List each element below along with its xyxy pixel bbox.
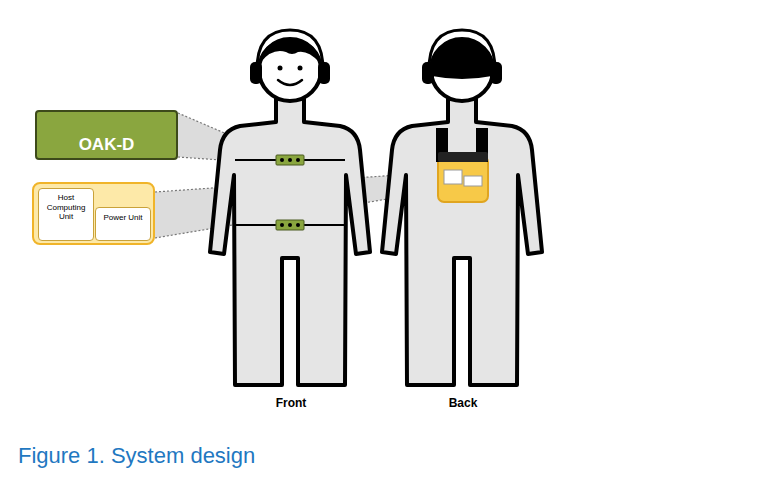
unit-container: Host Computing UnitPower Unit: [32, 182, 155, 245]
camera-box: OAK-D: [35, 110, 178, 160]
unit-box: Power Unit: [95, 207, 151, 241]
device-name: OAK-D: [79, 135, 135, 155]
back-figure: [382, 30, 542, 385]
view-label: Front: [276, 396, 307, 410]
unit-name: Power Unit: [103, 213, 142, 223]
front-figure: [210, 30, 370, 385]
view-label: Back: [449, 396, 478, 410]
unit-box: Host Computing Unit: [38, 188, 94, 241]
unit-name: Host Computing Unit: [42, 193, 90, 222]
figure-caption: Figure 1. System design: [18, 443, 255, 469]
